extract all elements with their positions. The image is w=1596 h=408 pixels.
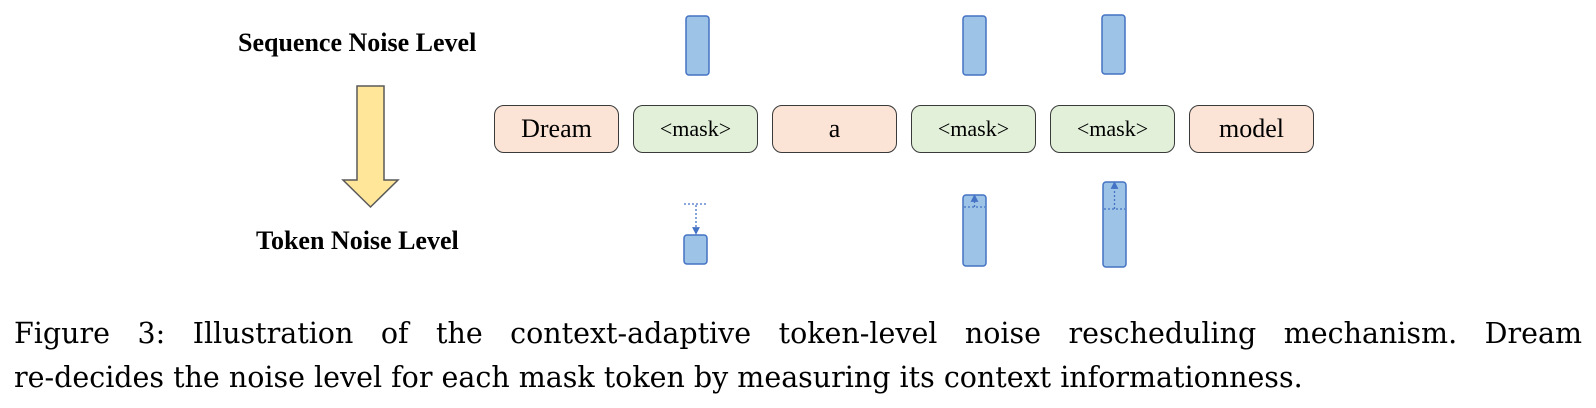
sequence-noise-bar xyxy=(1101,14,1126,75)
mask-token-box: <mask> xyxy=(633,105,758,153)
token-noise-bar xyxy=(683,234,708,265)
token-box: model xyxy=(1189,105,1314,153)
sequence-noise-bar xyxy=(685,15,710,76)
down-arrow-icon xyxy=(341,85,400,209)
figure-caption: Figure 3: Illustration of the context-ad… xyxy=(14,312,1582,400)
token-noise-level-label: Token Noise Level xyxy=(256,226,459,255)
token-box: a xyxy=(772,105,897,153)
sequence-noise-bar xyxy=(962,15,987,76)
noise-diagram xyxy=(341,14,1127,268)
caption-line-1: Figure 3: Illustration of the context-ad… xyxy=(14,317,1582,350)
token-noise-bar xyxy=(1102,181,1127,268)
mask-token-box: <mask> xyxy=(1050,105,1175,153)
token-box: Dream xyxy=(494,105,619,153)
sequence-noise-level-label: Sequence Noise Level xyxy=(238,28,477,57)
mask-token-box: <mask> xyxy=(911,105,1036,153)
caption-line-2: re-decides the noise level for each mask… xyxy=(14,361,1303,394)
